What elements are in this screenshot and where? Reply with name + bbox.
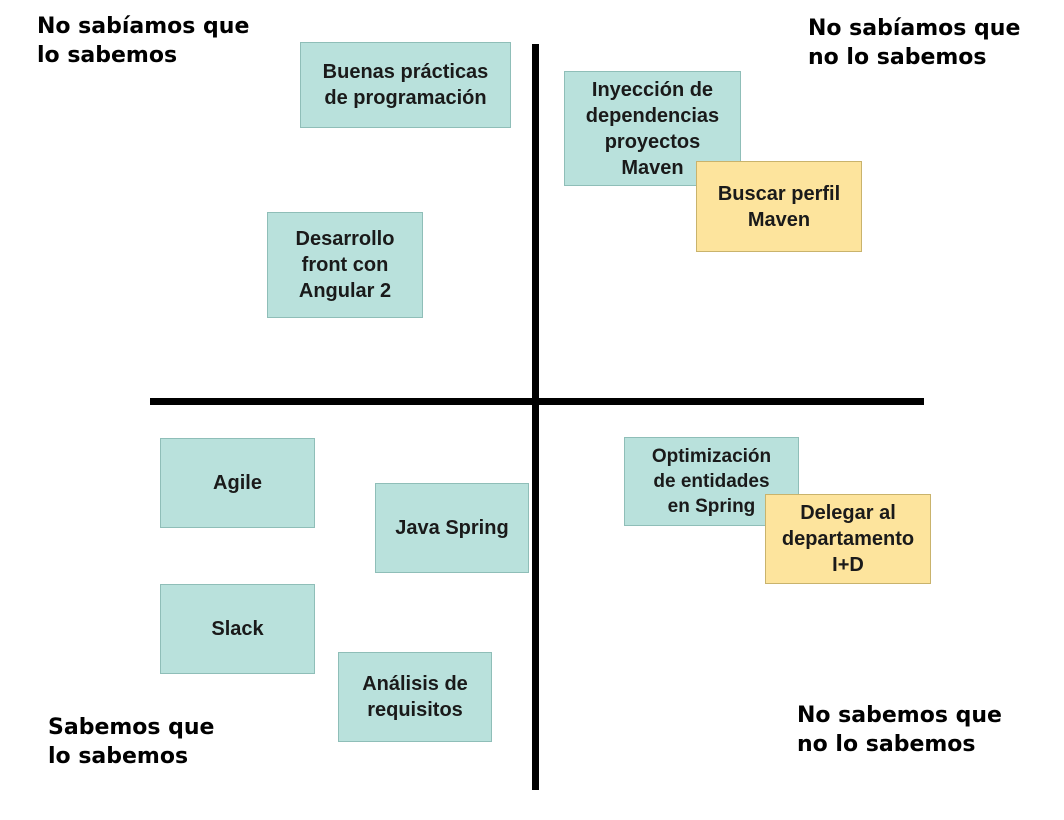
note-agile: Agile — [160, 438, 315, 528]
note-desarrollo-front: Desarrollo front con Angular 2 — [267, 212, 423, 318]
note-delegar: Delegar al departamento I+D — [765, 494, 931, 584]
note-slack: Slack — [160, 584, 315, 674]
note-inyeccion-dependencias: Inyección de dependencias proyectos Mave… — [564, 71, 741, 186]
note-analisis-requisitos: Análisis de requisitos — [338, 652, 492, 742]
horizontal-axis — [150, 398, 924, 405]
note-java-spring: Java Spring — [375, 483, 529, 573]
quadrant-label-bottom-left: Sabemos que lo sabemos — [48, 715, 215, 769]
vertical-axis — [532, 44, 539, 790]
quadrant-label-top-right: No sabíamos que no lo sabemos — [808, 16, 1021, 70]
quadrant-label-bottom-right: No sabemos que no lo sabemos — [797, 703, 1002, 757]
note-buscar-perfil: Buscar perfil Maven — [696, 161, 862, 252]
note-optimizacion-entidades: Optimización de entidades en Spring — [624, 437, 799, 526]
quadrant-label-top-left: No sabíamos que lo sabemos — [37, 14, 250, 68]
note-buenas-practicas: Buenas prácticas de programación — [300, 42, 511, 128]
